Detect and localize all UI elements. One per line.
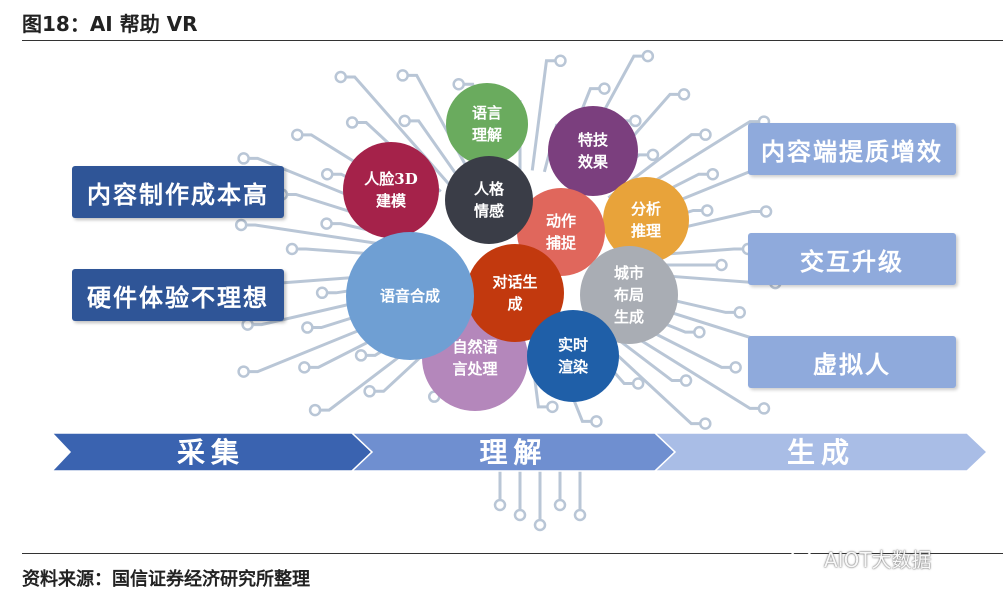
stage-label-generate: 生成: [786, 436, 855, 469]
circuit-node: [679, 374, 693, 387]
circuit-node: [699, 128, 712, 141]
circuit-node: [320, 167, 334, 181]
circuit-node: [729, 361, 742, 374]
wechat-icon: [790, 548, 819, 569]
figure-title: 图18：AI 帮助 VR: [22, 12, 198, 36]
circuit-node: [345, 116, 359, 129]
left-box-content-cost: 内容制作成本高: [72, 166, 284, 218]
circuit-node: [354, 349, 368, 362]
source-note: 资料来源：国信证券经济研究所整理: [22, 569, 310, 590]
circuit-node: [298, 361, 311, 374]
bubble-realtime-rendering: 实时 渲染: [527, 310, 619, 402]
watermark: AIOT大数据: [790, 544, 932, 573]
circuit-node: [706, 167, 720, 181]
circuit-node: [573, 508, 587, 522]
bubble-persona-emotion: 人格 情感: [445, 156, 533, 244]
circuit-node: [493, 498, 507, 512]
circuit-node: [700, 204, 714, 217]
circuit-node: [598, 82, 611, 95]
bottom-rule: [22, 553, 1003, 554]
circuit-node: [554, 54, 567, 68]
circuit-node: [285, 242, 299, 256]
circuit-node: [757, 402, 771, 415]
watermark-text: AIOT大数据: [824, 548, 932, 572]
circuit-node: [398, 114, 411, 128]
circuit-node: [363, 385, 376, 398]
circuit-node: [452, 77, 465, 91]
circuit-node: [237, 152, 250, 165]
bubble-language-understanding: 语言 理解: [446, 83, 528, 165]
circuit-node: [315, 286, 329, 300]
circuit-node: [513, 508, 527, 522]
circuit-node: [234, 218, 248, 232]
bubble-speech-synthesis: 语音合成: [346, 232, 474, 360]
right-box-content-quality: 内容端提质增效: [748, 123, 956, 175]
stage-arrow-generate: [653, 432, 989, 472]
circuit-node: [590, 415, 603, 428]
circuit-node: [631, 377, 645, 390]
stage-label-understand: 理解: [479, 436, 548, 469]
circuit-node: [546, 400, 559, 414]
circuit-node: [334, 70, 347, 84]
right-box-virtual-human: 虚拟人: [748, 336, 956, 388]
circuit-node: [553, 498, 567, 512]
circuit-node: [699, 417, 712, 430]
stage-label-collect: 采集: [176, 436, 245, 469]
circuit-node: [291, 128, 304, 142]
circuit-node: [301, 321, 314, 334]
left-box-hardware-experience: 硬件体验不理想: [72, 269, 284, 321]
circuit-node: [396, 69, 409, 82]
circuit-node: [677, 88, 691, 101]
circuit-node: [237, 365, 250, 378]
bubble-face-3d-modeling: 人脸3D 建模: [343, 142, 439, 238]
circuit-node: [308, 403, 322, 417]
bubble-special-effects: 特技 效果: [548, 106, 638, 196]
top-rule: [22, 40, 1003, 41]
circuit-node: [715, 258, 728, 272]
circuit-node: [759, 205, 773, 218]
circuit-node: [693, 325, 706, 339]
circuit-node: [533, 518, 547, 532]
circuit-node: [641, 49, 655, 63]
circuit-node: [646, 148, 660, 162]
circuit-node: [733, 306, 746, 319]
right-box-interaction-upgrade: 交互升级: [748, 233, 956, 285]
circuit-node: [629, 114, 642, 128]
circuit-node: [320, 217, 333, 230]
